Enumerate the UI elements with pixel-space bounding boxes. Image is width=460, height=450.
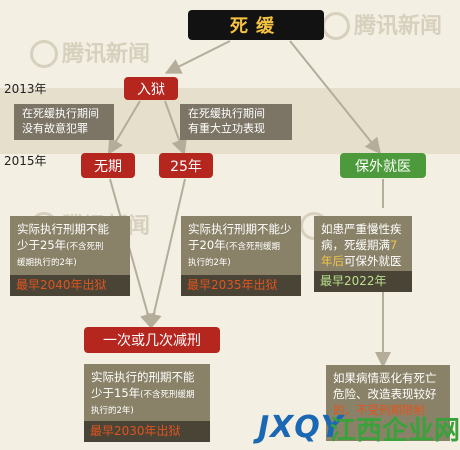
node-medical: 保外就医 bbox=[340, 153, 426, 178]
card-text: 年 bbox=[214, 238, 226, 252]
card-text: 实际执行刑期不能 bbox=[17, 222, 109, 236]
condition-line: 在死缓执行期间 bbox=[188, 107, 265, 120]
card-text: 15 bbox=[114, 386, 129, 400]
condition-right: 在死缓执行期间 有重大立功表现 bbox=[180, 104, 292, 140]
card-text: 如患严重慢性疾 bbox=[321, 222, 402, 236]
card-note: 执行的2年) bbox=[91, 406, 134, 416]
card-footer: 最早2022年 bbox=[314, 271, 412, 292]
card-text: 年 bbox=[54, 238, 67, 252]
card-worsen: 如果病情恶化有死亡 危险、改造表现较好 的，不受刑期限制 bbox=[326, 365, 450, 441]
card-text: 于 bbox=[188, 238, 200, 252]
card-text: 年 bbox=[128, 386, 141, 400]
condition-left: 在死缓执行期间 没有故意犯罪 bbox=[14, 104, 114, 140]
year-2015-label: 2015年 bbox=[4, 154, 47, 168]
card-text: 如果病情恶化有死亡 bbox=[333, 371, 437, 385]
node-jail: 入狱 bbox=[124, 77, 178, 100]
card-25: 实际执行刑期不能少 于20年(不含死刑缓期 执行的2年) 最早2035年出狱 bbox=[181, 216, 301, 296]
card-wuqi: 实际执行刑期不能 少于25年(不含死刑 缓期执行的2年) 最早2040年出狱 bbox=[10, 216, 130, 296]
card-text: 少于 bbox=[17, 238, 40, 252]
card-text: 20 bbox=[199, 238, 215, 252]
card-footer: 最早2035年出狱 bbox=[181, 275, 301, 296]
card-reduce: 实际执行的刑期不能 少于15年(不含死刑缓期 执行的2年) 最早2030年出狱 bbox=[84, 364, 210, 442]
top-node-sihuan: 死缓 bbox=[188, 10, 324, 40]
card-text: 的，不受刑期限制 bbox=[333, 403, 425, 417]
year-2013-label: 2013年 bbox=[4, 82, 47, 96]
card-text: 少于 bbox=[91, 386, 114, 400]
card-text: 实际执行刑期不能少 bbox=[188, 222, 292, 236]
condition-line: 没有故意犯罪 bbox=[22, 122, 88, 135]
watermark-text: 腾讯新闻 bbox=[62, 42, 151, 67]
card-note: 执行的2年) bbox=[188, 258, 231, 268]
card-medical: 如患严重慢性疾 病，死缓期满7 年后可保外就医 最早2022年 bbox=[314, 216, 412, 292]
condition-line: 在死缓执行期间 bbox=[22, 107, 99, 120]
card-text: 危险、改造表现较好 bbox=[333, 387, 437, 401]
card-text: 可保外就医 bbox=[344, 254, 402, 268]
card-note: 缓期执行的2年) bbox=[17, 258, 77, 268]
watermark-logo-icon bbox=[30, 40, 58, 68]
card-note: (不含死刑 bbox=[66, 242, 104, 252]
card-highlight: 年后 bbox=[321, 254, 344, 268]
card-note: (不含死刑缓期 bbox=[140, 390, 195, 400]
node-wuqi: 无期 bbox=[81, 153, 135, 178]
node-25: 25年 bbox=[159, 153, 213, 178]
card-footer: 最早2040年出狱 bbox=[10, 275, 130, 296]
card-text: 25 bbox=[40, 238, 55, 252]
card-note: (不含死刑缓期 bbox=[225, 242, 280, 252]
brand-logo: JXQY bbox=[258, 410, 344, 445]
node-reduce: 一次或几次减刑 bbox=[84, 327, 220, 353]
card-footer: 最早2030年出狱 bbox=[84, 421, 210, 442]
card-highlight: 7 bbox=[390, 238, 398, 252]
card-text: 实际执行的刑期不能 bbox=[91, 370, 195, 384]
condition-line: 有重大立功表现 bbox=[188, 122, 265, 135]
watermark-text: 腾讯新闻 bbox=[354, 14, 443, 39]
brand-name: 江西企业网 bbox=[330, 416, 460, 446]
card-text: 病，死缓期满 bbox=[321, 238, 390, 252]
